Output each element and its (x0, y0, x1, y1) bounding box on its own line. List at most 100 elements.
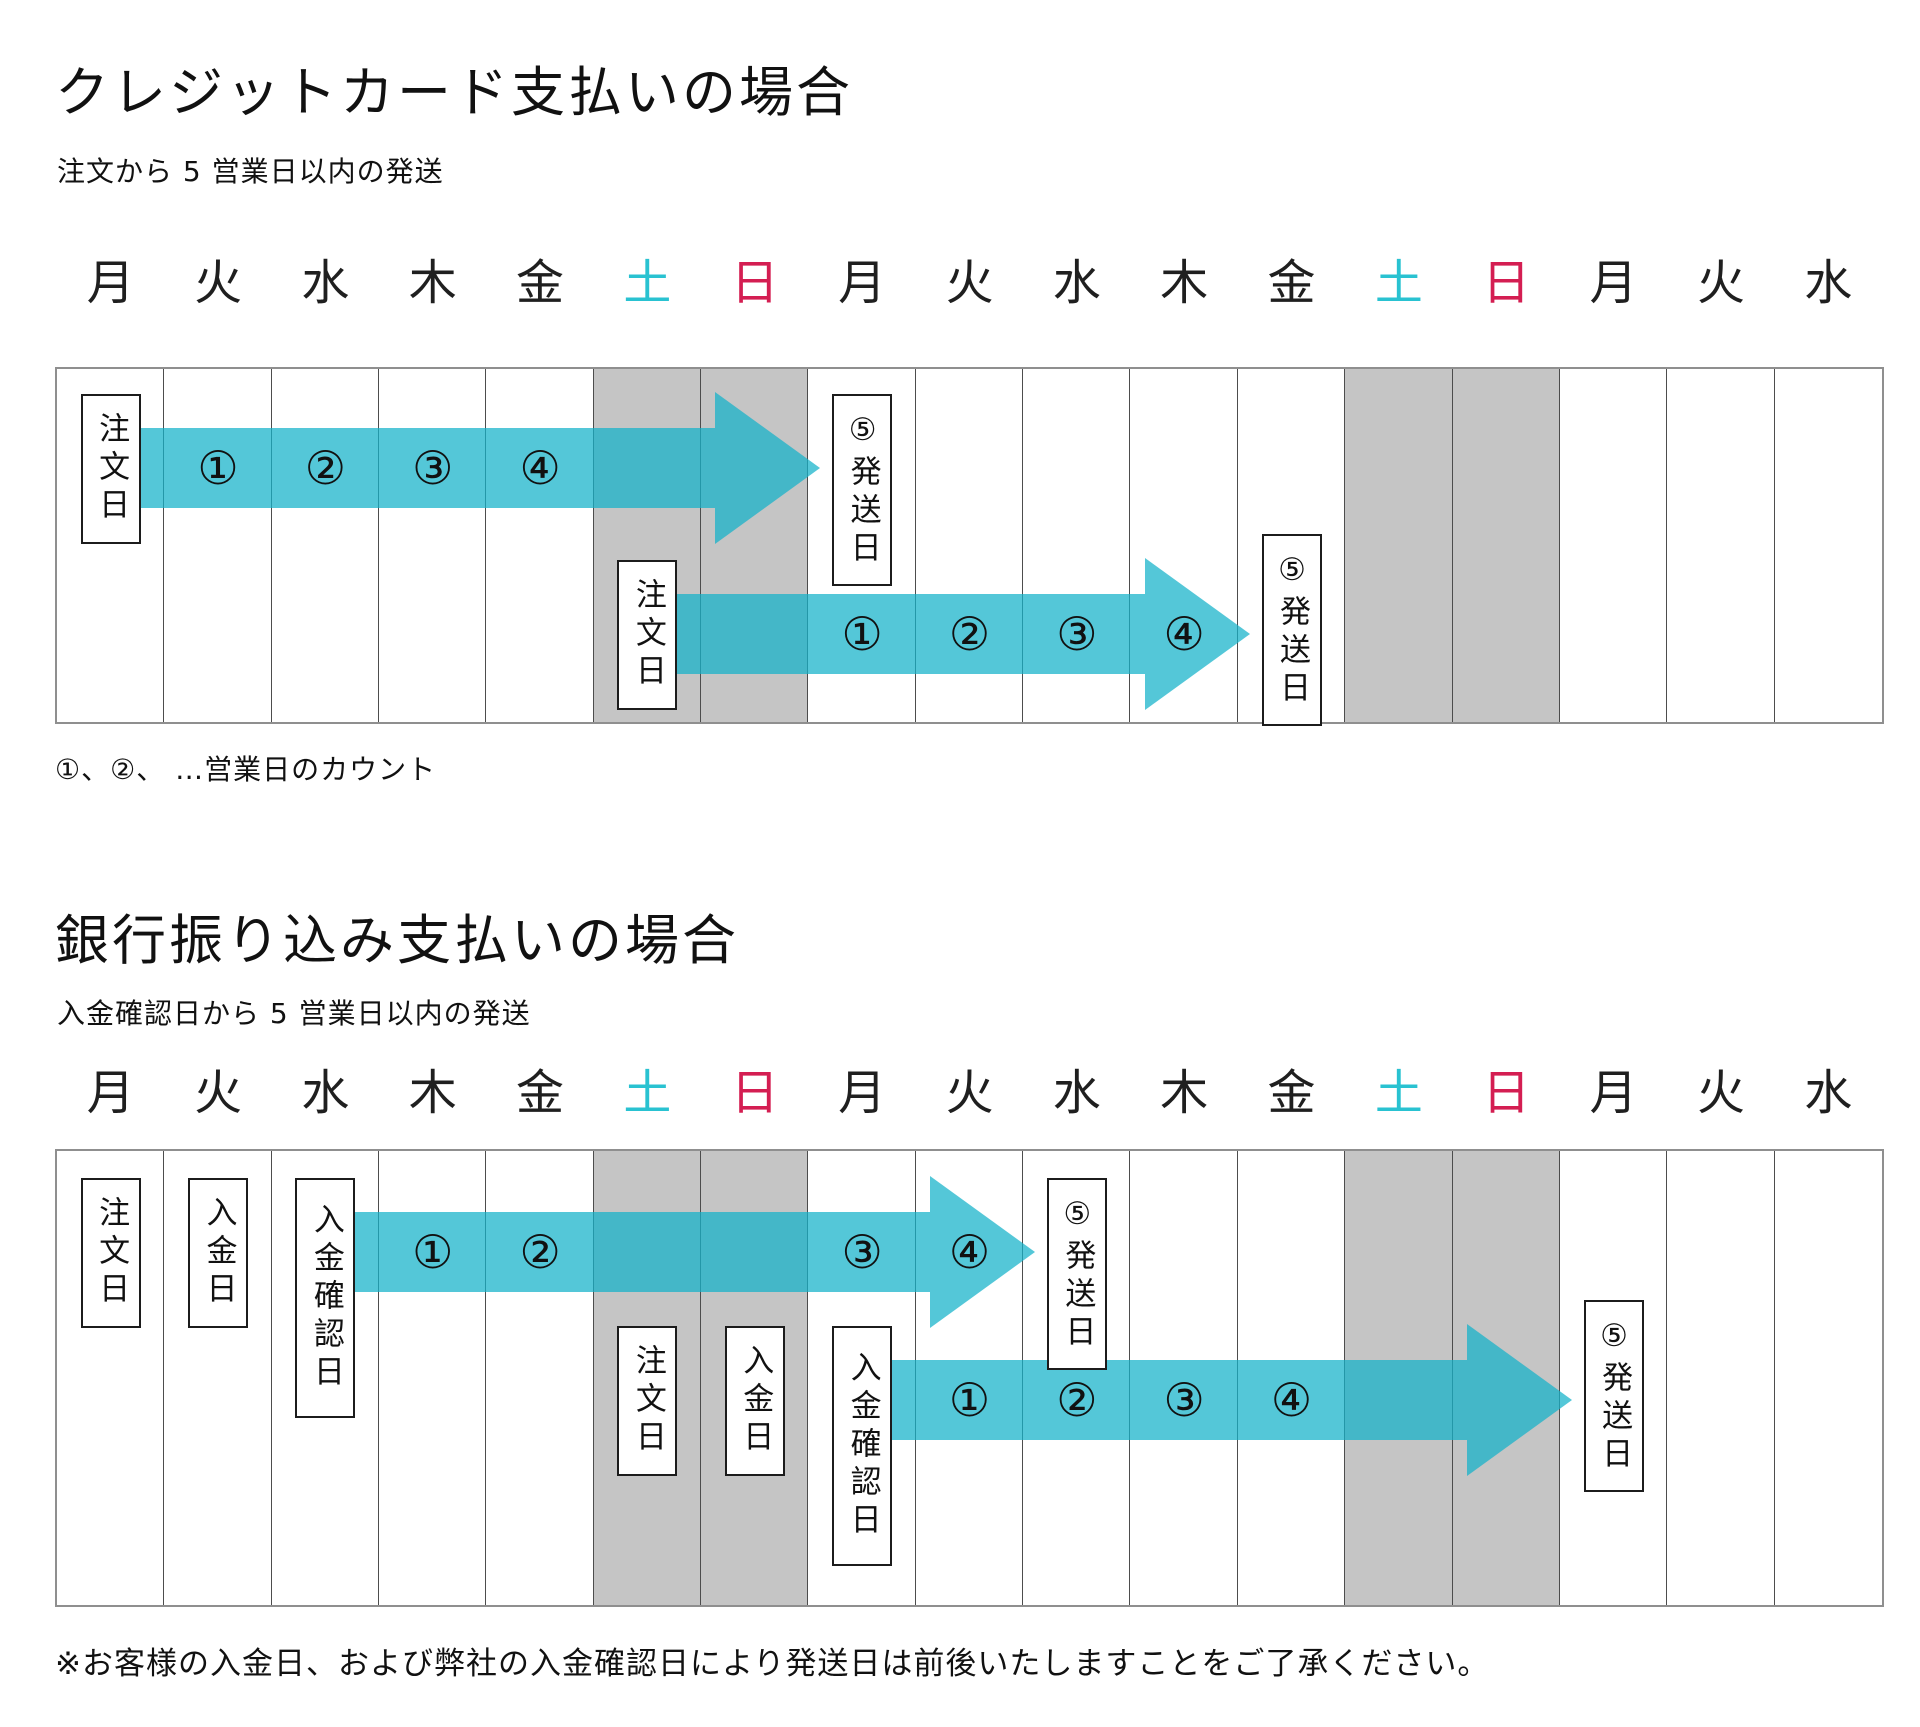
day-label-weekday-9: 火 (945, 255, 994, 311)
day-label-weekday-15: 月 (1589, 1065, 1638, 1121)
business-day-count-label: ③ (1056, 607, 1098, 661)
business-day-count-label: ④ (948, 1225, 991, 1279)
business-day-column-16 (1667, 1151, 1775, 1605)
date-box-label: 入金日 (737, 1344, 774, 1458)
business-day-column-2 (164, 369, 272, 722)
day-label-weekday-4: 木 (408, 255, 457, 311)
day-label-sunday-7: 日 (730, 255, 779, 311)
event-date-box: 入金日 (188, 1178, 249, 1328)
business-day-column-2 (164, 1151, 272, 1605)
event-date-box: 注文日 (80, 1178, 141, 1328)
day-label-weekday-16: 火 (1696, 255, 1745, 311)
business-day-column-8 (808, 369, 916, 722)
event-date-box: 注文日 (617, 1326, 678, 1476)
business-day-count-label: ① (841, 607, 883, 661)
day-label-weekday-15: 月 (1589, 255, 1638, 311)
day-label-weekday-16: 火 (1696, 1065, 1745, 1121)
business-day-count-label: ③ (1163, 1373, 1205, 1427)
event-date-box: 注文日 (80, 394, 141, 544)
business-day-column-4 (379, 1151, 487, 1605)
business-day-count-label: ② (519, 1225, 561, 1279)
day-label-weekday-8: 月 (838, 255, 887, 311)
shipping-date-box: ⑤発送日 (1261, 534, 1322, 726)
business-day-count-label: ④ (519, 441, 561, 495)
arrow-head-icon-1 (715, 392, 821, 544)
event-date-box: 入金確認日 (832, 1326, 893, 1566)
business-day-column-3 (272, 1151, 380, 1605)
business-day-count-note: ①、②、 …営業日のカウント (55, 753, 437, 786)
business-day-column-17 (1775, 1151, 1882, 1605)
date-box-label: 注文日 (93, 412, 130, 526)
holiday-column-13 (1345, 369, 1453, 722)
business-day-column-3 (272, 369, 380, 722)
day-label-weekday-17: 水 (1804, 1065, 1853, 1121)
business-day-count-label: ① (197, 441, 239, 495)
day-label-weekday-10: 水 (1052, 1065, 1101, 1121)
date-box-label: ⑤発送日 (1059, 1195, 1096, 1353)
event-date-box: 入金日 (724, 1326, 785, 1476)
arrow-head-icon-1 (930, 1176, 1036, 1328)
shipping-date-box: ⑤発送日 (1583, 1300, 1644, 1492)
day-label-weekday-11: 木 (1160, 255, 1209, 311)
day-label-weekday-10: 水 (1052, 255, 1101, 311)
credit-card-section-subtitle: 注文から 5 営業日以内の発送 (57, 155, 444, 188)
business-day-column-1 (57, 369, 165, 722)
day-label-saturday-6: 土 (623, 1065, 672, 1121)
date-box-label: 注文日 (629, 1344, 666, 1458)
day-label-weekday-11: 木 (1160, 1065, 1209, 1121)
business-day-column-1 (57, 1151, 165, 1605)
date-box-label: 注文日 (93, 1196, 130, 1310)
business-day-count-label: ③ (412, 441, 454, 495)
business-day-count-label: ④ (1163, 607, 1205, 661)
credit-card-section-title: クレジットカード支払いの場合 (55, 61, 853, 124)
day-label-weekday-5: 金 (516, 1065, 565, 1121)
business-day-column-16 (1667, 369, 1775, 722)
business-day-arrow-body-1 (355, 1212, 931, 1292)
event-date-box: 入金確認日 (295, 1178, 356, 1418)
business-day-arrow-body-1 (140, 428, 716, 508)
arrow-head-icon-2 (1466, 1324, 1572, 1476)
day-label-weekday-8: 月 (838, 1065, 887, 1121)
day-label-sunday-7: 日 (730, 1065, 779, 1121)
holiday-column-14 (1452, 369, 1560, 722)
day-label-weekday-2: 火 (194, 1065, 243, 1121)
day-label-weekday-4: 木 (408, 1065, 457, 1121)
day-label-weekday-1: 月 (86, 1065, 135, 1121)
business-day-count-label: ③ (841, 1225, 883, 1279)
event-date-box: 注文日 (617, 560, 678, 710)
business-day-count-label: ② (948, 607, 991, 661)
day-label-weekday-12: 金 (1267, 1065, 1316, 1121)
business-day-column-5 (486, 369, 594, 722)
bank-transfer-section-subtitle: 入金確認日から 5 営業日以内の発送 (57, 997, 531, 1030)
business-day-count-label: ① (948, 1373, 991, 1427)
day-label-saturday-13: 土 (1374, 1065, 1423, 1121)
day-label-sunday-14: 日 (1482, 1065, 1531, 1121)
date-box-label: ⑤発送日 (1596, 1317, 1633, 1475)
business-day-column-12 (1238, 369, 1346, 722)
day-label-weekday-12: 金 (1267, 255, 1316, 311)
day-label-weekday-5: 金 (516, 255, 565, 311)
business-day-column-5 (486, 1151, 594, 1605)
day-label-weekday-17: 水 (1804, 255, 1853, 311)
business-day-arrow-body-2 (677, 594, 1145, 674)
business-day-count-label: ② (304, 441, 346, 495)
business-day-column-10 (1023, 369, 1131, 722)
business-day-column-15 (1560, 369, 1668, 722)
day-label-weekday-2: 火 (194, 255, 243, 311)
business-day-arrow-body-2 (892, 1360, 1467, 1440)
day-label-weekday-9: 火 (945, 1065, 994, 1121)
shipping-date-box: ⑤発送日 (832, 394, 893, 586)
shipping-date-box: ⑤発送日 (1046, 1178, 1107, 1370)
day-label-weekday-3: 水 (301, 1065, 350, 1121)
business-day-count-label: ② (1056, 1373, 1098, 1427)
payment-confirmation-footnote: ※お客様の入金日、および弊社の入金確認日により発送日は前後いたしますことをご了承… (55, 1646, 1490, 1682)
day-label-sunday-14: 日 (1482, 255, 1531, 311)
business-day-count-label: ① (412, 1225, 454, 1279)
date-box-label: 入金日 (200, 1196, 237, 1310)
bank-transfer-section-title: 銀行振り込み支払いの場合 (55, 909, 739, 972)
day-label-saturday-6: 土 (623, 255, 672, 311)
business-day-count-label: ④ (1270, 1373, 1313, 1427)
